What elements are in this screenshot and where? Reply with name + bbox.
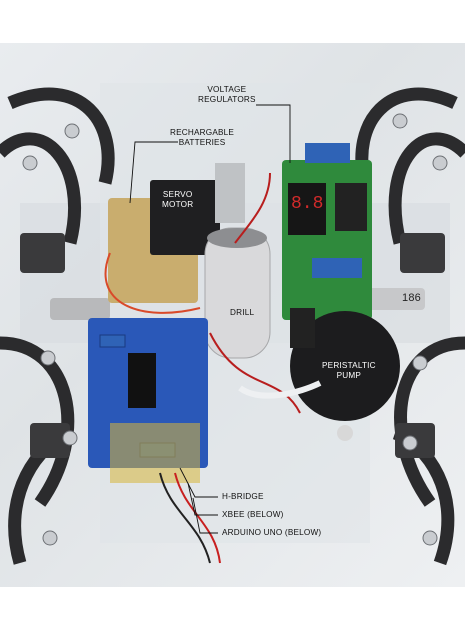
wires	[104, 172, 301, 564]
drill-body	[204, 227, 271, 359]
robot-legs	[0, 87, 465, 566]
arduino-uno-label: ARDUINO UNO (BELOW)	[222, 528, 322, 537]
terminal-block-top	[305, 143, 350, 163]
xbee-module	[110, 423, 200, 483]
drill-label: DRILL	[230, 308, 255, 317]
robot-illustration: 8.8	[0, 83, 465, 566]
svg-text:8.8: 8.8	[291, 194, 323, 214]
robot-photo: 8.8	[0, 43, 465, 587]
voltage-regulators-line2: REGULATORS	[198, 95, 256, 104]
servo-bracket	[215, 163, 245, 223]
servo-motor-label: SERVO MOTOR	[162, 190, 193, 210]
side-motor-right	[355, 288, 425, 310]
leg-brackets	[20, 233, 445, 458]
rechargable-batteries-line1: RECHARGABLE	[170, 128, 235, 137]
servo-motor	[150, 180, 220, 255]
rechargable-batteries-line2: BATTERIES	[178, 138, 226, 147]
peristaltic-pump-label: PERISTALTIC PUMP	[322, 361, 376, 381]
heatsink	[335, 183, 367, 231]
callout-lines	[129, 104, 291, 534]
side-motor-left	[50, 298, 110, 320]
bolts	[22, 113, 448, 546]
pump-tube	[238, 380, 322, 399]
peristaltic-pump-line2: PUMP	[336, 371, 362, 380]
drill-top	[207, 228, 267, 248]
peristaltic-pump-line1: PERISTALTIC	[322, 361, 376, 370]
component-mark-186: 186	[402, 292, 421, 304]
rechargable-batteries-label: RECHARGABLE BATTERIES	[170, 128, 234, 148]
h-bridge-chip	[128, 353, 156, 408]
xbee-label: XBEE (BELOW)	[222, 510, 284, 519]
servo-motor-line1: SERVO	[162, 190, 193, 199]
servo-motor-line2: MOTOR	[162, 200, 194, 209]
terminal-block-bottom	[312, 258, 362, 278]
voltage-regulators-label: VOLTAGE REGULATORS	[198, 85, 256, 105]
voltage-regulators-line1: VOLTAGE	[207, 85, 247, 94]
h-bridge-label: H-BRIDGE	[222, 492, 264, 501]
led-display	[288, 183, 326, 235]
peristaltic-pump	[290, 311, 400, 421]
